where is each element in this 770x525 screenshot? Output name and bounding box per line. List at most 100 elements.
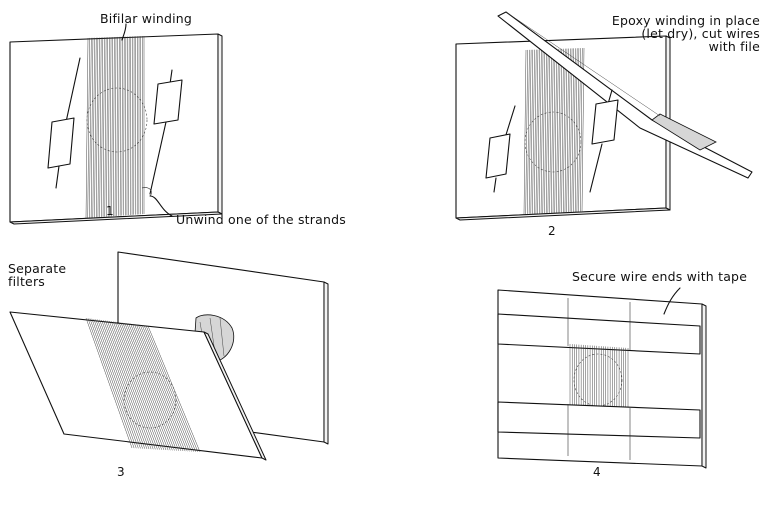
winding-wire: [528, 49, 532, 214]
winding-wire: [96, 37, 99, 218]
winding-wire: [126, 36, 128, 216]
panel-4-board-edge: [701, 303, 707, 469]
winding-wire: [109, 320, 158, 450]
panel-3-number: 3: [117, 465, 125, 479]
winding-wire: [85, 37, 89, 219]
winding-wire: [99, 319, 148, 449]
panel-2-file-shade: [651, 113, 717, 151]
winding-wire: [113, 37, 115, 217]
winding-wire: [112, 321, 162, 450]
panel-4-label-tape: Secure wire ends with tape: [572, 269, 748, 284]
winding-wire: [121, 36, 123, 216]
winding-wire: [89, 37, 92, 218]
winding-wire: [554, 48, 557, 213]
panel-1-number: 1: [106, 204, 114, 218]
winding-wire: [539, 49, 542, 214]
winding-wire: [106, 37, 108, 217]
winding-wire: [540, 49, 544, 214]
winding-wire: [527, 49, 530, 214]
winding-wire: [87, 37, 90, 218]
winding-wire: [101, 319, 150, 450]
winding-wire: [119, 36, 122, 216]
winding-wire: [124, 322, 175, 451]
winding-wire: [138, 324, 190, 452]
panel-2-resistor-right: [591, 99, 619, 145]
panel-4-tape-top: [497, 313, 701, 355]
panel-1-resistor-right: [153, 79, 183, 125]
winding-wire: [130, 323, 182, 451]
winding-wire: [99, 37, 102, 218]
winding-wire: [105, 320, 154, 450]
panel-4-number: 4: [593, 465, 601, 479]
winding-wire: [557, 48, 561, 213]
winding-wire: [547, 49, 551, 214]
panel-3-label-separate: Separate filters: [8, 261, 67, 290]
winding-wire: [125, 36, 127, 216]
winding-wire: [532, 49, 535, 214]
panel-1-bifilar-leader: [121, 23, 127, 41]
panel-3-hole-outline: [123, 371, 177, 429]
panel-1-label-unwind: Unwind one of the strands: [176, 212, 346, 227]
winding-wire: [552, 48, 556, 214]
panel-1-board-edge: [217, 33, 223, 215]
winding-wire: [103, 320, 152, 450]
winding-wire: [563, 48, 566, 213]
winding-wire: [95, 319, 143, 449]
winding-wire: [97, 37, 100, 218]
winding-wire: [561, 48, 564, 213]
winding-wire: [85, 317, 133, 449]
panel-1-board-bottom-edge: [9, 211, 223, 225]
panel-2: [455, 11, 753, 221]
winding-wire: [89, 318, 137, 449]
winding-wire: [102, 37, 105, 217]
winding-wire: [559, 48, 563, 213]
panel-2-label-epoxy: Epoxy winding in place (let dry), cut wi…: [611, 13, 760, 55]
panel-3-back-board-edge: [323, 281, 329, 445]
winding-wire: [90, 37, 94, 218]
winding-wire: [94, 37, 97, 218]
panel-1-unwind-leader: [149, 195, 173, 217]
winding-wire: [569, 48, 573, 213]
winding-wire: [549, 49, 552, 214]
winding-wire: [122, 322, 173, 451]
winding-wire: [128, 36, 130, 216]
winding-wire: [101, 37, 104, 217]
panel-2-number: 2: [548, 224, 556, 238]
winding-wire: [126, 323, 177, 451]
panel-1-hole-outline: [86, 87, 148, 153]
winding-wire: [523, 49, 527, 215]
panel-2-board-bottom-edge: [455, 207, 671, 221]
winding-wire: [107, 37, 110, 217]
winding-wire: [564, 48, 568, 213]
winding-wire: [145, 325, 199, 452]
winding-wire: [551, 49, 554, 214]
winding-wire: [134, 324, 186, 452]
winding-wire: [535, 49, 539, 214]
winding-wire: [123, 36, 125, 216]
winding-wire: [568, 48, 571, 213]
winding-wire: [116, 321, 167, 451]
winding-wire: [118, 36, 120, 216]
panel-1: [9, 23, 223, 225]
winding-wire: [92, 37, 95, 218]
winding-wire: [143, 325, 196, 452]
panel-4-hole-outline: [573, 353, 623, 407]
winding-wire: [534, 49, 537, 214]
winding-wire: [545, 49, 549, 214]
winding-wire: [114, 36, 117, 217]
winding-wire: [136, 324, 188, 452]
panel-2-hole-outline: [524, 111, 582, 173]
winding-wire: [544, 49, 547, 214]
winding-wire: [91, 318, 139, 449]
panel-1-resistor-left: [47, 117, 75, 169]
panel-1-winding: [85, 36, 145, 219]
winding-wire: [104, 37, 107, 217]
winding-wire: [120, 322, 171, 451]
winding-wire: [537, 49, 540, 214]
panel-4-tape-bottom: [497, 401, 701, 439]
panel-4: [497, 287, 707, 469]
winding-wire: [93, 318, 141, 449]
winding-wire: [97, 319, 145, 449]
winding-wire: [140, 324, 192, 452]
